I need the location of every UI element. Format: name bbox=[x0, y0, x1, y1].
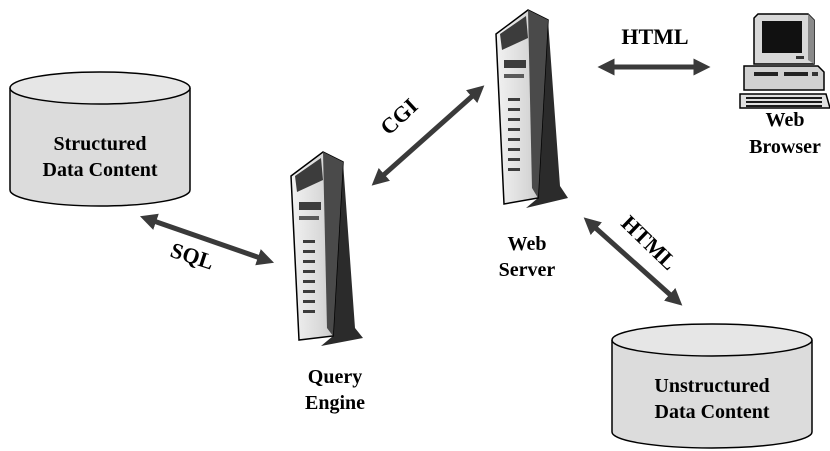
structured-data-db: Structured Data Content bbox=[9, 71, 191, 207]
query-engine-label-line2: Engine bbox=[305, 392, 365, 414]
cgi-label: CGI bbox=[375, 93, 422, 140]
sql-arrow bbox=[139, 213, 275, 266]
structured-db-label-line2: Data Content bbox=[43, 159, 158, 181]
web-browser-label-line1: Web bbox=[766, 109, 805, 131]
html-content-arrow bbox=[583, 217, 683, 306]
query-engine-label-line1: Query bbox=[308, 366, 362, 388]
structured-db-label-line1: Structured bbox=[54, 133, 147, 155]
unstructured-db-label-line1: Unstructured bbox=[654, 375, 769, 397]
web-browser-computer-icon bbox=[739, 13, 830, 109]
unstructured-db-label-line2: Data Content bbox=[655, 401, 770, 423]
web-server-icon bbox=[495, 9, 568, 208]
web-browser-label-line2: Browser bbox=[749, 136, 821, 158]
cgi-arrow bbox=[371, 85, 485, 186]
html-top-label: HTML bbox=[621, 24, 688, 49]
unstructured-data-db: Unstructured Data Content bbox=[611, 323, 813, 449]
web-server-label-line1: Web bbox=[508, 233, 547, 255]
html-diag-label: HTML bbox=[616, 210, 682, 275]
query-engine-server-icon bbox=[290, 151, 363, 346]
web-server-label-line2: Server bbox=[499, 259, 556, 281]
